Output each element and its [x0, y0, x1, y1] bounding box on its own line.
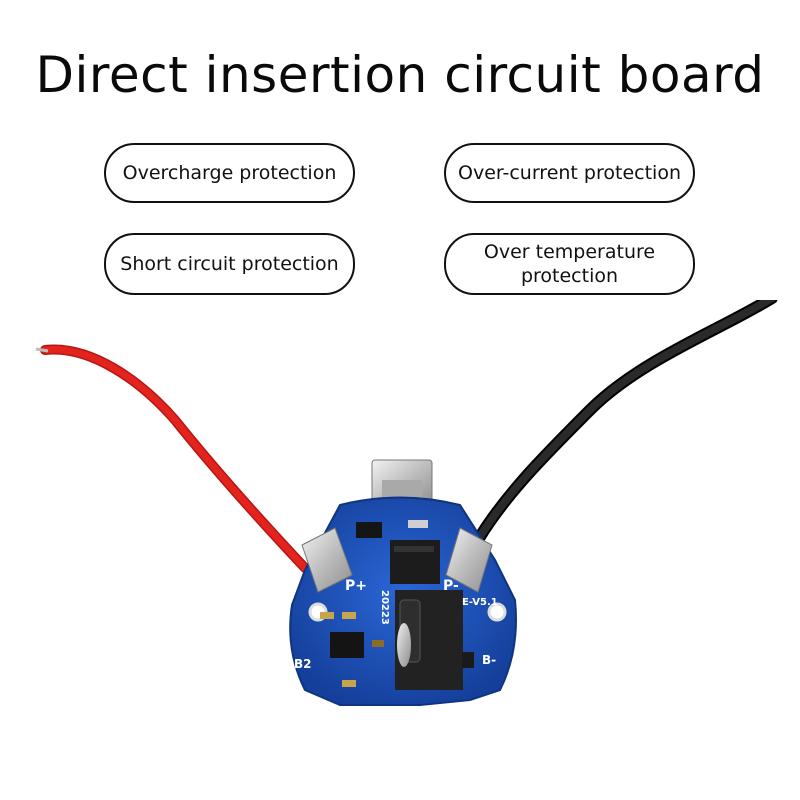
feature-over-temperature-protection: Over temperature protection	[444, 233, 695, 295]
label-date-code: 20223	[379, 590, 390, 625]
right-metal-terminal	[445, 527, 493, 593]
top-metal-terminal	[371, 459, 433, 510]
feature-over-current-protection: Over-current protection	[444, 143, 695, 203]
red-wire	[35, 344, 310, 573]
label-version: E-V5.1	[462, 597, 498, 608]
black-wire	[472, 300, 778, 546]
label-b-minus: B-	[482, 653, 496, 667]
label-p-plus: P+	[345, 578, 367, 594]
left-metal-terminal	[301, 527, 353, 593]
feature-overcharge-protection: Overcharge protection	[104, 143, 355, 203]
label-b2: B2	[294, 657, 312, 671]
label-p-minus: P-	[443, 578, 459, 594]
page-title: Direct insertion circuit board	[35, 46, 765, 104]
feature-short-circuit-protection: Short circuit protection	[104, 233, 355, 295]
feature-label: Over temperature protection	[483, 241, 656, 287]
product-photo: P+ P- B2 B- E-V5.1 20223	[35, 300, 778, 706]
